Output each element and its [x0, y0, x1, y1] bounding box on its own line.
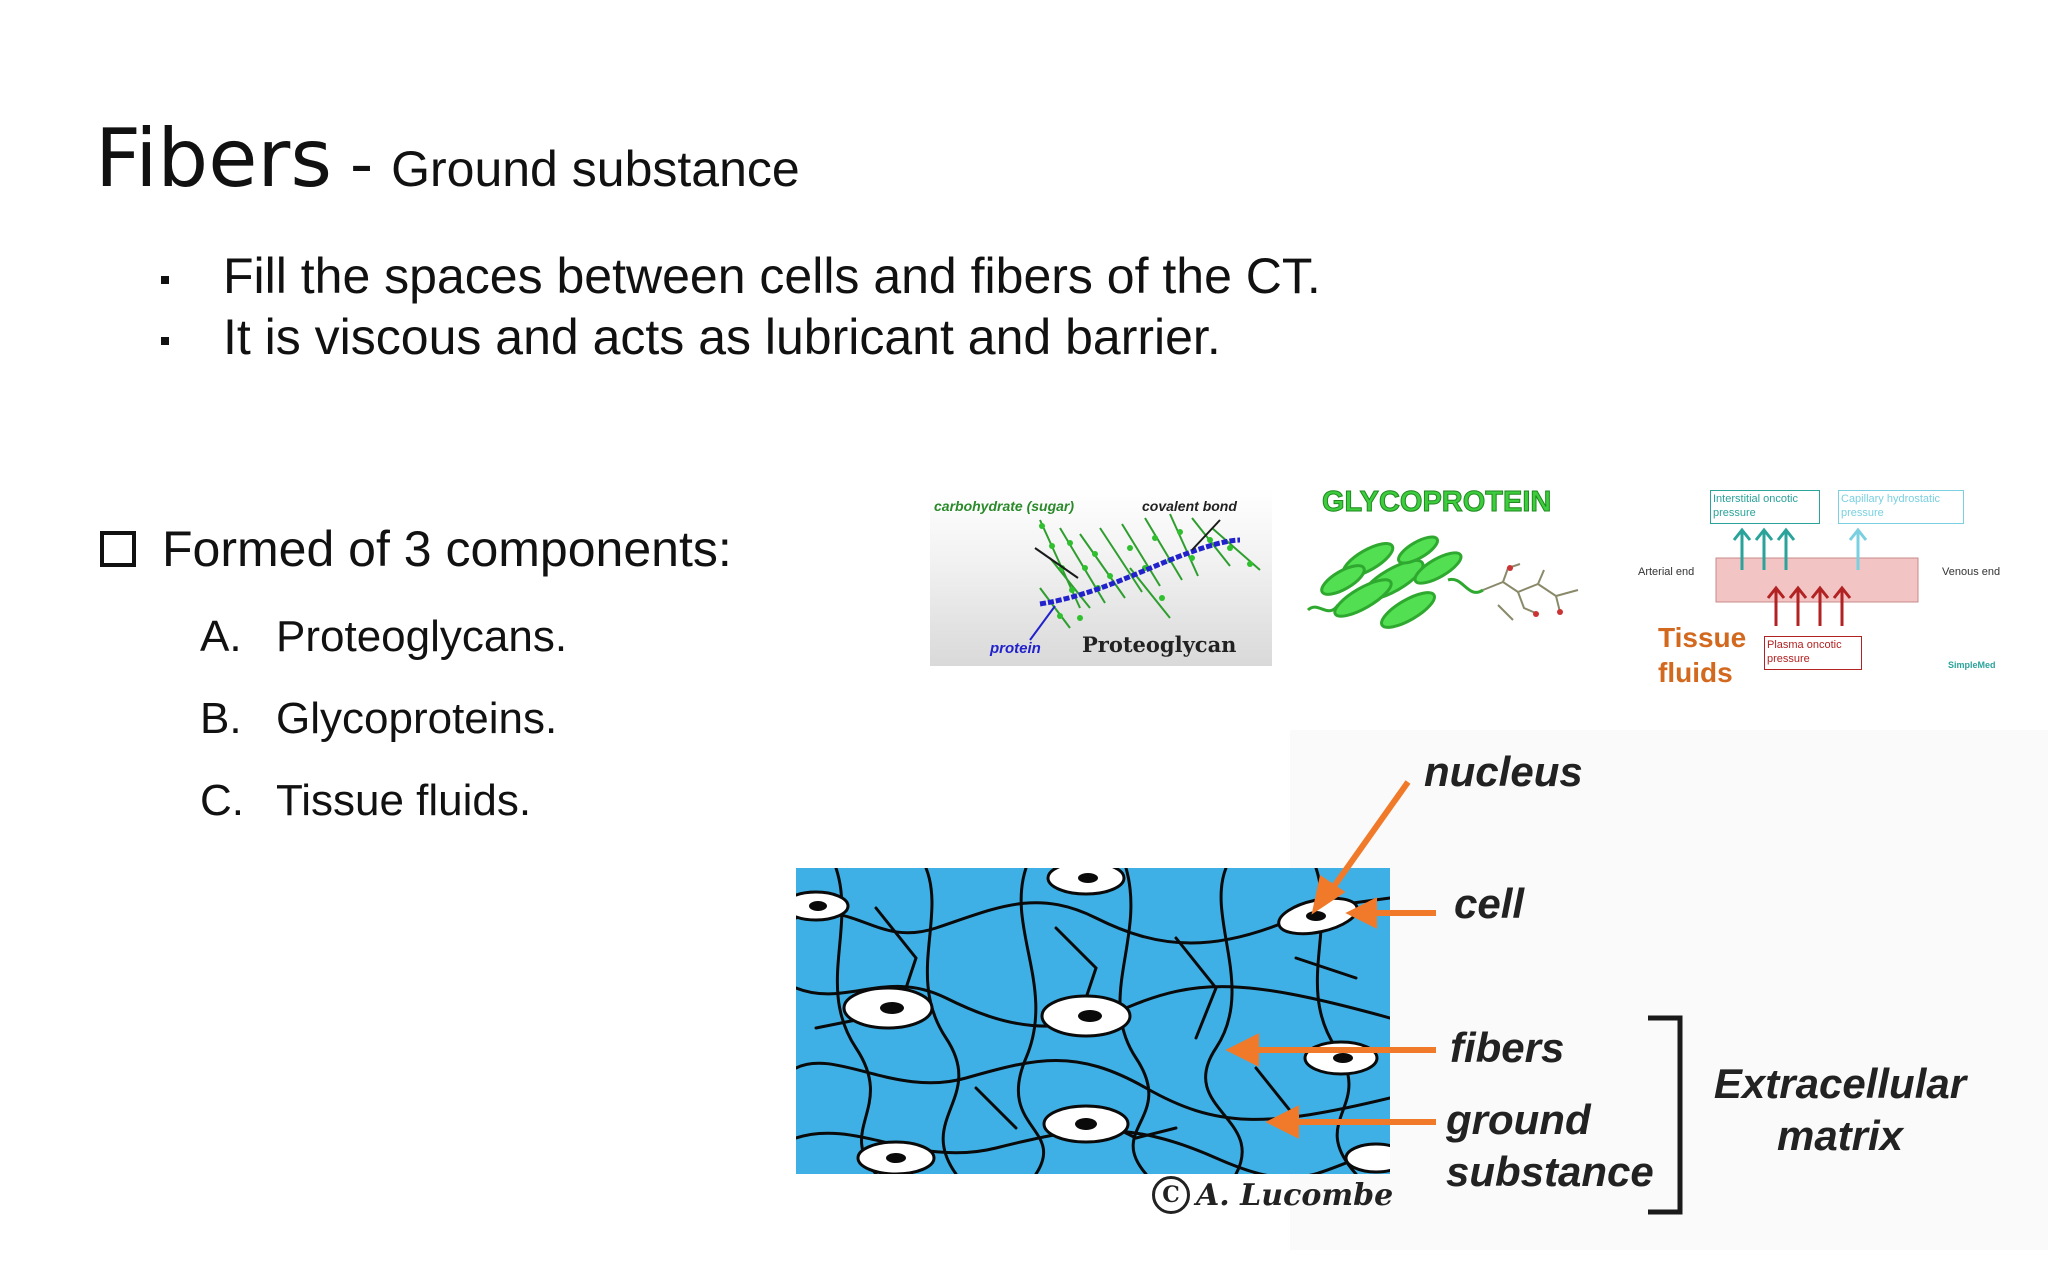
item-letter: B. [200, 694, 242, 743]
venous-label: Venous end [1942, 566, 2001, 578]
tissue-fluids-line: fluids [1658, 657, 1733, 688]
copyright: C A. Lucombe [1152, 1176, 1393, 1214]
plasma-label-line: Plasma oncotic [1767, 639, 1842, 651]
item-text: Tissue fluids. [276, 776, 532, 825]
item-text: Proteoglycans. [276, 612, 568, 661]
tissue-fluids-line: Tissue [1658, 622, 1747, 653]
simplemed-logo: SimpleMed [1948, 660, 1996, 670]
plasma-box: Plasma oncotic pressure [1764, 636, 1862, 670]
title-main: Fibers [95, 112, 332, 205]
protein-structure-icon [1306, 535, 1579, 629]
copyright-text: A. Lucombe [1196, 1177, 1394, 1213]
bullet-list: Fill the spaces between cells and fibers… [155, 246, 1321, 368]
tissue-fluids-label: Tissue fluids [1658, 620, 1746, 690]
title-subtitle: Ground substance [391, 141, 800, 197]
interstitial-label-line: pressure [1713, 507, 1756, 519]
list-item: C. Tissue fluids. [200, 760, 732, 842]
glycoprotein-image: GLYCOPROTEIN [1298, 480, 1598, 650]
matrix-image [796, 868, 1390, 1174]
bullet-item: Fill the spaces between cells and fibers… [155, 246, 1321, 307]
components-heading: Formed of 3 components: [100, 520, 732, 578]
components-list: A. Proteoglycans. B. Glycoproteins. C. Tiss… [200, 596, 732, 842]
fibers-label: fibers [1450, 1024, 1565, 1071]
matrix-fibers-drawing [796, 868, 1390, 1174]
list-item: B. Glycoproteins. [200, 678, 732, 760]
proteoglycan-name: Proteoglycan [1082, 632, 1237, 657]
protein-label: protein [990, 640, 1041, 657]
plasma-label-line: pressure [1767, 653, 1810, 665]
capillary-diagram [1715, 527, 1919, 626]
proteoglycan-diagram [1029, 513, 1261, 641]
copyright-icon: C [1152, 1176, 1190, 1214]
bullet-item: It is viscous and acts as lubricant and … [155, 307, 1321, 368]
item-text: Glycoproteins. [276, 694, 558, 743]
title-separator: - [350, 128, 374, 202]
extracellular-matrix-label: Extracellular matrix [1690, 1058, 1990, 1162]
ground-substance-line: substance [1446, 1148, 1654, 1195]
carb-label: carbohydrate (sugar) [934, 498, 1075, 514]
arterial-label: Arterial end [1638, 566, 1695, 578]
nucleus-label: nucleus [1424, 748, 1583, 795]
interstitial-box: Interstitial oncotic pressure [1710, 490, 1820, 524]
extracellular-matrix-line: Extracellular [1713, 1060, 1967, 1107]
slide-title: Fibers-Ground substance [95, 112, 800, 205]
capillary-label-line: Capillary hydrostatic [1841, 493, 1941, 505]
bullet-square-icon [161, 276, 169, 284]
item-letter: A. [200, 612, 242, 661]
capillary-label-line: pressure [1841, 507, 1884, 519]
tissue-fluids-image: Interstitial oncotic pressure Capillary … [1630, 482, 2010, 692]
capillary-box: Capillary hydrostatic pressure [1838, 490, 1964, 524]
ground-substance-line: ground [1446, 1096, 1591, 1143]
ground-substance-label: ground substance [1446, 1094, 1654, 1198]
checkbox-icon [100, 531, 136, 567]
bullet-text: Fill the spaces between cells and fibers… [223, 248, 1321, 304]
item-letter: C. [200, 776, 244, 825]
bullet-text: It is viscous and acts as lubricant and … [223, 309, 1221, 365]
list-item: A. Proteoglycans. [200, 596, 732, 678]
components-heading-text: Formed of 3 components: [162, 521, 732, 577]
extracellular-matrix-line: matrix [1776, 1112, 1904, 1159]
interstitial-label-line: Interstitial oncotic [1713, 493, 1798, 505]
proteoglycan-image: carbohydrate (sugar) covalent bond prote… [930, 488, 1272, 666]
cell-label: cell [1454, 880, 1525, 927]
components-section: Formed of 3 components: A. Proteoglycans.… [100, 520, 732, 842]
bond-label: covalent bond [1142, 498, 1237, 514]
ecm-background [1290, 730, 2048, 1250]
glycoprotein-label: GLYCOPROTEIN [1321, 486, 1552, 519]
bullet-square-icon [161, 337, 169, 345]
